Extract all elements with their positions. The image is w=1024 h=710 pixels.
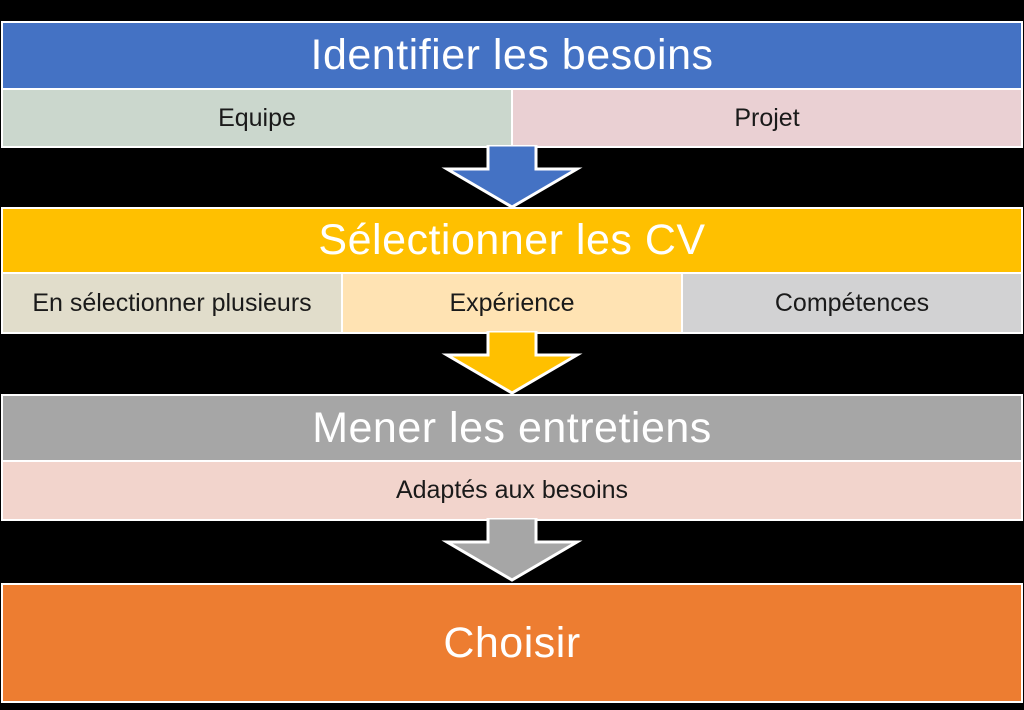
arrow-step2-to-step3	[0, 331, 1024, 395]
cell-label: Equipe	[218, 103, 296, 132]
cell-label: Adaptés aux besoins	[395, 476, 629, 504]
step-2-cell-plusieurs: En sélectionner plusieurs	[3, 274, 341, 332]
step-1-cell-projet: Projet	[511, 90, 1021, 146]
step-4-title: Choisir	[443, 618, 581, 667]
step-3-title: Mener les entretiens	[312, 403, 712, 452]
step-3-header: Mener les entretiens	[1, 394, 1023, 462]
step-3-subrow: Adaptés aux besoins	[1, 460, 1023, 521]
down-arrow-icon	[441, 518, 583, 582]
cell-label: En sélectionner plusieurs	[32, 288, 312, 317]
step-2-cell-experience: Expérience	[341, 274, 681, 332]
step-1-title: Identifier les besoins	[310, 31, 714, 79]
cell-label: Expérience	[449, 288, 575, 317]
down-arrow-icon	[441, 331, 583, 395]
cell-label: Compétences	[774, 288, 930, 317]
step-1-cell-equipe: Equipe	[3, 90, 511, 146]
arrow-step1-to-step2	[0, 145, 1024, 209]
step-1-subrow: Equipe Projet	[1, 88, 1023, 148]
arrow-step3-to-step4	[0, 518, 1024, 583]
step-2-subrow: En sélectionner plusieurs Expérience Com…	[1, 272, 1023, 334]
down-arrow-icon	[441, 145, 583, 209]
step-2-title: Sélectionner les CV	[318, 216, 706, 264]
step-4-header: Choisir	[1, 583, 1023, 703]
step-2-cell-competences: Compétences	[681, 274, 1021, 332]
cell-label: Projet	[734, 103, 800, 132]
step-1-header: Identifier les besoins	[1, 21, 1023, 90]
step-2-header: Sélectionner les CV	[1, 207, 1023, 274]
step-3-cell-adaptes: Adaptés aux besoins	[3, 462, 1021, 519]
